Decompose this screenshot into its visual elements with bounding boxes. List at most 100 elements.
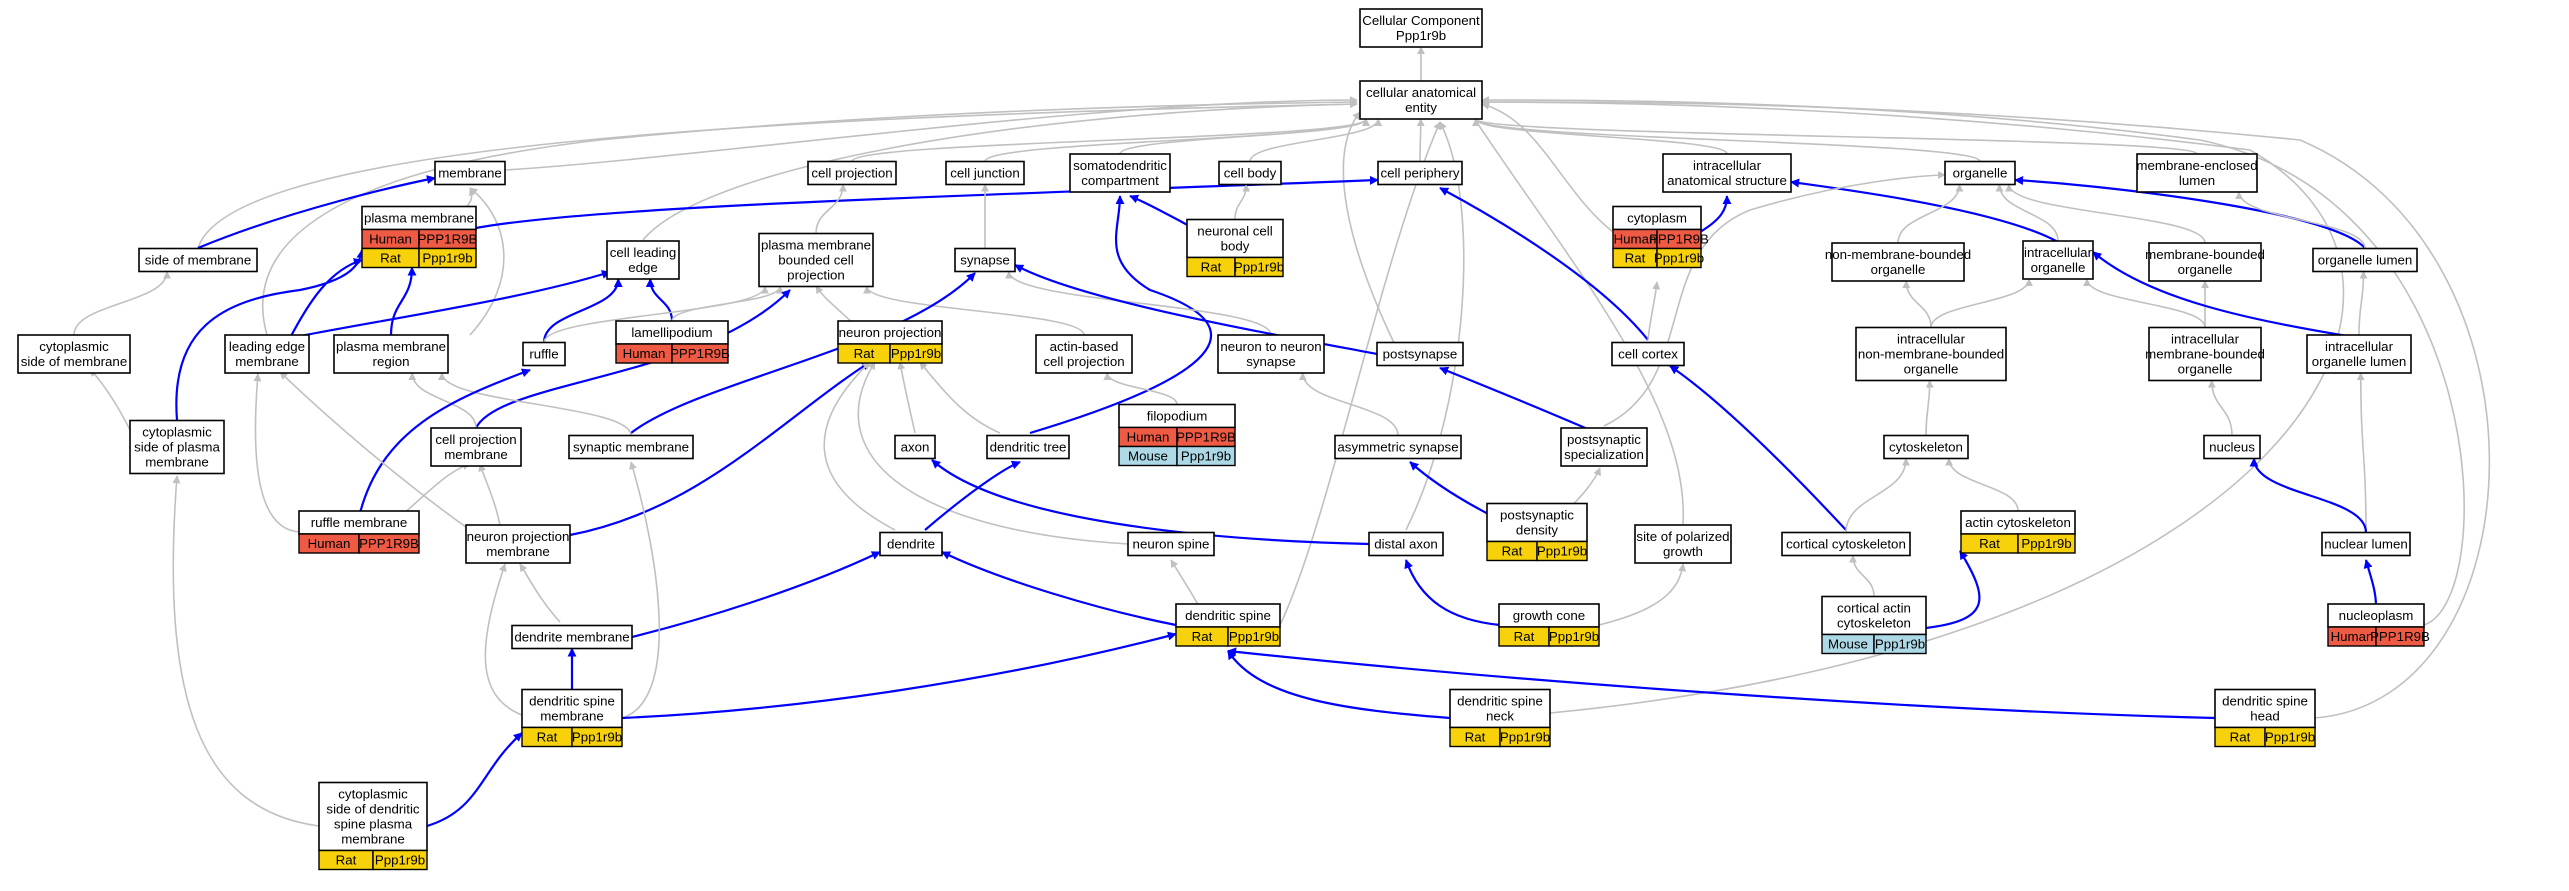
go-term-node-asym[interactable]: asymmetric synapse: [1334, 434, 1462, 460]
is-a-edge-ccyto-to-cytoskel: [1845, 457, 1910, 533]
go-term-node-ccyto[interactable]: cortical cytoskeleton: [1781, 531, 1911, 557]
go-term-node-sidemem[interactable]: side of membrane: [138, 247, 258, 273]
node-label-line: nucleus: [2209, 440, 2255, 455]
node-label-line: membrane-enclosed: [2136, 158, 2257, 173]
node-label-line: membrane: [444, 447, 508, 462]
go-term-node-celljunc[interactable]: cell junction: [945, 160, 1025, 186]
go-term-node-postsyn[interactable]: postsynapse: [1376, 341, 1464, 367]
species-label: Rat: [1201, 260, 1222, 275]
is-a-edge-inmbo-to-nmbo: [1902, 280, 1932, 328]
go-term-node-ruffle[interactable]: ruffle: [522, 341, 566, 367]
go-term-node-olumen[interactable]: organelle lumen: [2312, 247, 2418, 273]
node-label-line: cell projection: [1043, 354, 1124, 369]
gene-symbol: PPP1R9B: [1176, 430, 1236, 445]
go-term-node-dtree[interactable]: dendritic tree: [986, 434, 1070, 460]
is-a-edge-spg-to-cae: [1469, 111, 1684, 525]
node-label-line: plasma membrane: [336, 339, 446, 354]
node-label-line: organelle: [2178, 362, 2233, 377]
go-term-node-nucleus[interactable]: nucleus: [2203, 434, 2261, 460]
part-of-edge-olumen-to-organelle: [2014, 175, 2366, 249]
gene-symbol: PPP1R9B: [359, 536, 419, 551]
is-a-edge-organelle-to-cae: [1472, 118, 1981, 163]
go-term-node-periph[interactable]: cell periphery: [1377, 160, 1463, 186]
go-term-node-nlumen[interactable]: nuclear lumen: [2321, 531, 2411, 557]
is-a-edge-filo-to-abcp: [1103, 372, 1178, 405]
go-term-node-nspine[interactable]: neuron spine: [1127, 531, 1215, 557]
node-label-line: non-membrane-bounded: [1858, 347, 2004, 362]
go-term-node-membrane[interactable]: membrane: [434, 160, 506, 186]
node-box: [1377, 160, 1463, 186]
part-of-edge-lamelli-to-cle: [645, 278, 674, 322]
go-term-node-dmem[interactable]: dendrite membrane: [511, 624, 633, 650]
go-term-node-axon[interactable]: axon: [894, 434, 936, 460]
is-a-edge-npm-to-lem: [279, 371, 471, 531]
go-term-node-cortex[interactable]: cell cortex: [1611, 341, 1685, 367]
node-label-line: dendritic spine: [1185, 608, 1271, 623]
go-term-node-cellbody[interactable]: cell body: [1218, 160, 1282, 186]
node-label-line: bounded cell: [778, 253, 853, 268]
node-label-line: anatomical structure: [1667, 173, 1787, 188]
node-box: [1634, 524, 1732, 564]
go-term-node-dendrite[interactable]: dendrite: [879, 531, 943, 557]
go-term-node-daxon[interactable]: distal axon: [1368, 531, 1444, 557]
go-term-node-synmem[interactable]: synaptic membrane: [568, 434, 694, 460]
is-a-edge-cortex-to-cytoplasm: [1647, 281, 1661, 341]
node-label-line: region: [373, 354, 410, 369]
node-label-line: cortical actin: [1837, 601, 1911, 616]
node-label-line: nuclear lumen: [2324, 537, 2408, 552]
gene-cell: [2264, 726, 2316, 748]
is-a-edge-nlumen-to-iol: [2356, 372, 2367, 533]
is-a-edge-periph-to-cae: [1416, 118, 1425, 162]
is-a-edge-ncb-to-cellbody: [1234, 183, 1251, 220]
node-label-line: neck: [1486, 709, 1514, 724]
node-box: [1560, 427, 1648, 467]
go-term-node-inmbo[interactable]: intracellularnon-membrane-boundedorganel…: [1855, 326, 2007, 382]
go-term-node-cytoskel[interactable]: cytoskeleton: [1883, 434, 1969, 460]
node-label-line: cytoplasmic: [338, 787, 408, 802]
go-term-node-organelle[interactable]: organelle: [1944, 160, 2016, 186]
node-label-line: Cellular Component: [1362, 13, 1480, 28]
go-term-node-synapse[interactable]: synapse: [954, 247, 1016, 273]
go-term-node-cellproj[interactable]: cell projection: [807, 160, 897, 186]
